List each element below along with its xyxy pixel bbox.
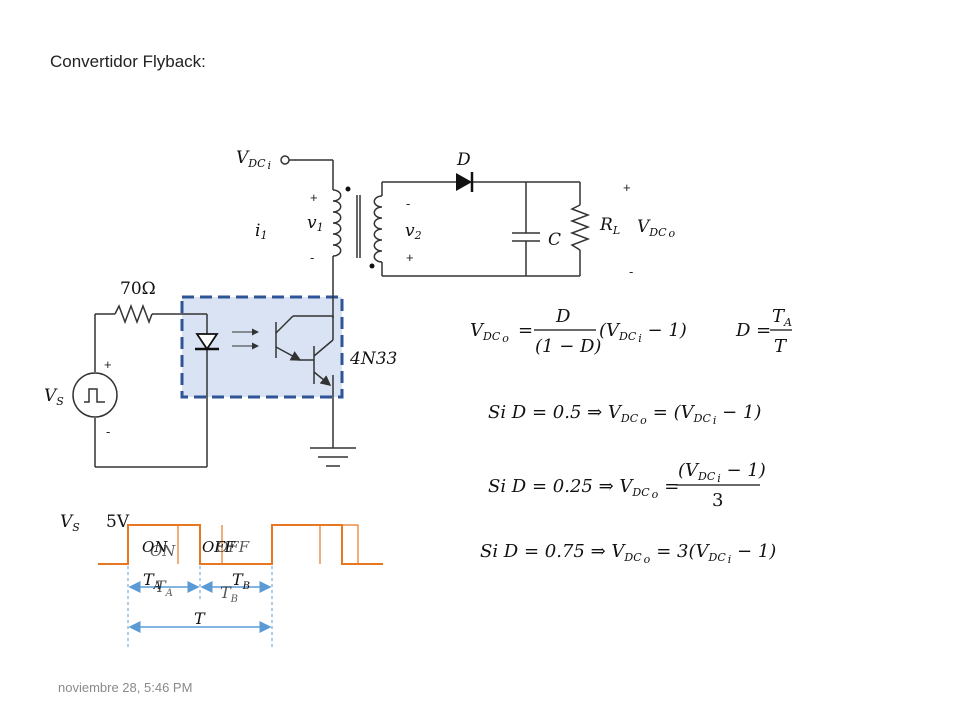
- rl-label: RL: [599, 215, 620, 237]
- led-icon: [195, 333, 219, 351]
- vs-plus: +: [104, 357, 112, 372]
- diode-icon: [456, 172, 474, 192]
- vs-label: VS: [44, 386, 64, 408]
- on-label-ghost: ON: [150, 542, 176, 560]
- resistor-rl: [569, 204, 591, 251]
- vdco-minus: -: [629, 264, 633, 279]
- dimension-guides: [127, 566, 273, 650]
- vdci-terminal: [280, 155, 290, 165]
- polarity-dot-primary: [345, 186, 351, 192]
- svg-text:D: D: [555, 306, 571, 327]
- equation-duty: D = TA T: [735, 306, 792, 357]
- resistor-70ohm: [114, 303, 153, 325]
- secondary-wiring: [381, 181, 581, 277]
- pwm-waveform: [98, 524, 383, 565]
- capacitor-icon: [512, 232, 540, 242]
- svg-text:D =: D =: [735, 320, 771, 341]
- phototransistor-icon: [275, 315, 334, 386]
- vs-minus: -: [106, 424, 110, 439]
- svg-text:TA: TA: [772, 306, 792, 329]
- svg-text:T: T: [774, 336, 788, 357]
- ta-label: TA: [143, 570, 161, 592]
- amplitude-label: 5V: [106, 512, 130, 532]
- timestamp-footer: noviembre 28, 5:46 PM: [58, 680, 193, 695]
- polarity-dot-secondary: [369, 263, 375, 269]
- v2-label: v2: [405, 221, 422, 242]
- v2-plus: +: [406, 250, 414, 265]
- v1-minus: -: [310, 250, 314, 265]
- tb-label: TB: [232, 570, 250, 592]
- off-label: OFF: [202, 538, 236, 556]
- opto-label: 4N33: [349, 349, 397, 369]
- ground-icon: [310, 447, 356, 467]
- off-label-ghost: OFF: [216, 538, 250, 556]
- i1-label: i1: [255, 221, 267, 242]
- v1-plus: +: [310, 190, 318, 205]
- square-wave-icon: [84, 388, 105, 403]
- waveform-vs-label: VS: [60, 512, 80, 534]
- svg-text:(1 − D): (1 − D): [535, 336, 601, 357]
- diode-label: D: [456, 150, 471, 170]
- ta-label-ghost: TA: [155, 577, 173, 599]
- ghost-edges: [177, 524, 359, 564]
- transformer: [332, 189, 383, 263]
- vdco-plus: +: [623, 180, 631, 195]
- v2-minus: -: [406, 196, 410, 211]
- tb-label-ghost: TB: [220, 583, 238, 605]
- svg-text:3: 3: [712, 490, 723, 511]
- svg-text:=: =: [518, 320, 533, 341]
- source-vs: [72, 372, 118, 418]
- v1-label: v1: [307, 213, 324, 234]
- primary-wiring: [94, 159, 334, 468]
- resistor-label: 70Ω: [120, 279, 156, 299]
- page-title: Convertidor Flyback:: [50, 52, 206, 71]
- capacitor-label: C: [548, 230, 561, 250]
- on-label: ON: [142, 538, 168, 556]
- t-period-label: T: [194, 609, 206, 628]
